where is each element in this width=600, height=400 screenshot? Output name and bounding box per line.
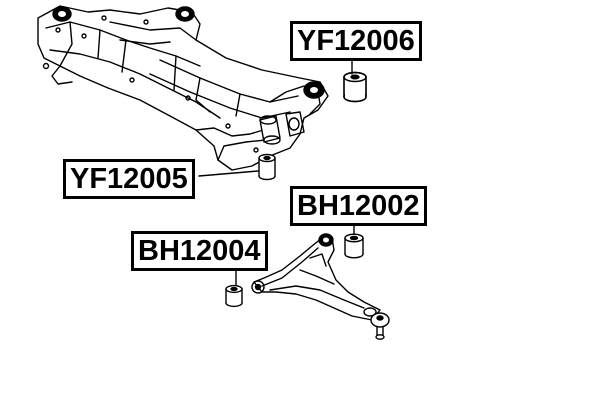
lower-control-arm bbox=[251, 233, 381, 321]
bushing-yf12006 bbox=[343, 71, 367, 103]
part-number-yf12005: YF12005 bbox=[63, 159, 195, 199]
subframe bbox=[37, 5, 329, 171]
bushing-yf12005 bbox=[258, 153, 276, 181]
subframe-front-bushing-housing bbox=[259, 111, 305, 145]
ball-joint bbox=[370, 312, 390, 340]
leader-yf12005 bbox=[198, 170, 259, 177]
part-number-bh12002: BH12002 bbox=[290, 186, 427, 226]
bushing-bh12002 bbox=[344, 233, 364, 259]
bushing-bh12004 bbox=[225, 284, 243, 308]
subframe-mount-top-right bbox=[175, 6, 195, 22]
subframe-mount-top-left bbox=[52, 6, 72, 22]
subframe-mount-rear-right bbox=[303, 81, 325, 99]
part-number-yf12006: YF12006 bbox=[290, 21, 422, 61]
part-number-bh12004: BH12004 bbox=[131, 231, 268, 271]
